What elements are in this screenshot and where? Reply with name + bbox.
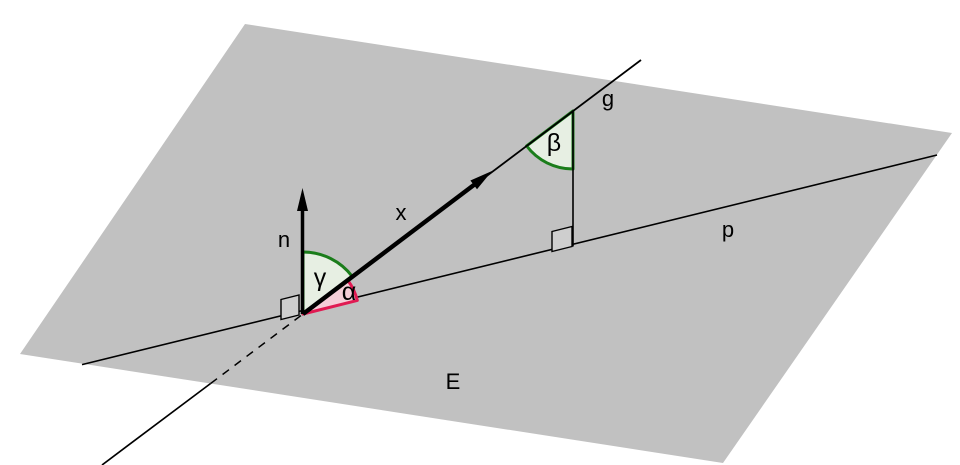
label-p: p — [722, 217, 734, 242]
direction-vector-x-arrowhead — [470, 171, 492, 190]
normal-vector-n-arrowhead — [297, 188, 308, 211]
label-g: g — [602, 86, 614, 111]
label-angle-gamma: γ — [314, 264, 327, 292]
line-p — [81, 154, 938, 366]
direction-vector-x — [301, 181, 477, 316]
angle-beta-sector — [525, 109, 575, 171]
label-x: x — [396, 200, 407, 225]
label-angle-beta: β — [547, 129, 561, 157]
plane-E-surface — [20, 24, 952, 463]
right-angle-marker-p — [551, 225, 573, 253]
line-g-dashed-hidden — [210, 314, 302, 385]
label-E: E — [446, 369, 461, 394]
label-angle-alpha: α — [342, 278, 356, 306]
right-angle-marker-n — [280, 294, 300, 321]
line-g-lower-solid — [101, 382, 212, 465]
label-n: n — [278, 227, 290, 252]
